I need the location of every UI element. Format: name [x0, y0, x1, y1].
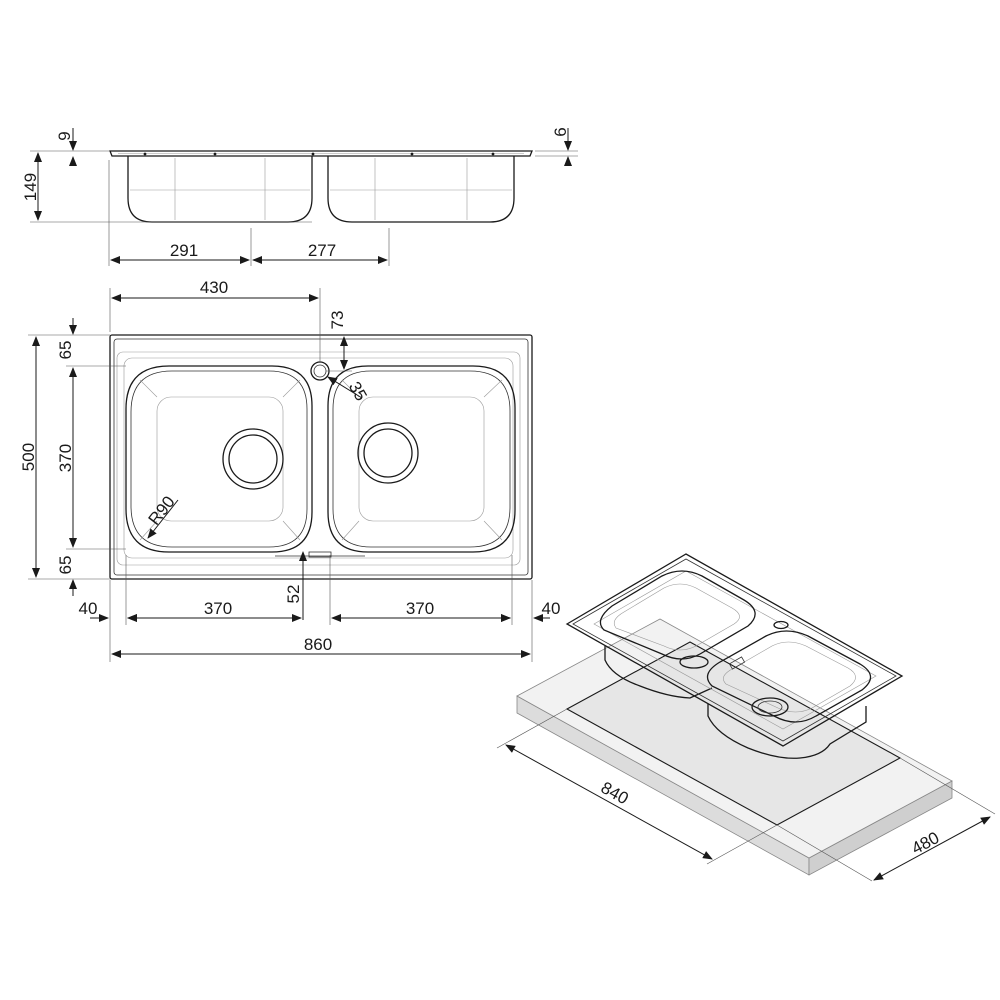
- tap-hole-diameter-label: 35: [345, 378, 371, 404]
- cutout-width-label: 840: [598, 778, 632, 808]
- isometric-sink: [565, 553, 904, 759]
- plan-view: [109, 334, 533, 580]
- left-margin-label: 40: [79, 599, 98, 618]
- tap-hole-offset-label: 430: [200, 278, 228, 297]
- side-view-dimensions: 149 9 6 291 277: [21, 127, 578, 266]
- rim-thickness-label: 9: [55, 131, 74, 140]
- corner-radius-label: R90: [145, 492, 179, 528]
- brand-plate: [308, 551, 332, 558]
- back-margin-label: 65: [56, 341, 75, 360]
- bowl-left-offset-label: 291: [170, 241, 198, 260]
- overall-depth-label: 500: [19, 443, 38, 471]
- bowl-width-right-label: 370: [406, 599, 434, 618]
- right-margin-label: 40: [542, 599, 561, 618]
- edge-height-label: 6: [551, 127, 570, 136]
- bowl-depth-label: 370: [56, 444, 75, 472]
- cutout-depth-label: 480: [908, 828, 942, 858]
- bowl-spacing-label: 277: [308, 241, 336, 260]
- overall-width-label: 860: [304, 635, 332, 654]
- left-drain: [222, 428, 284, 490]
- isometric-view: 840 480: [496, 553, 996, 882]
- side-view: [109, 150, 533, 223]
- front-margin-label: 65: [56, 556, 75, 575]
- right-bowl: [327, 365, 516, 553]
- left-bowl: [125, 365, 313, 553]
- bowl-width-left-label: 370: [204, 599, 232, 618]
- tap-hole-from-back-label: 73: [328, 311, 347, 330]
- right-drain: [357, 422, 419, 484]
- drain-offset-label: 52: [284, 585, 303, 604]
- depth-label: 149: [21, 173, 40, 201]
